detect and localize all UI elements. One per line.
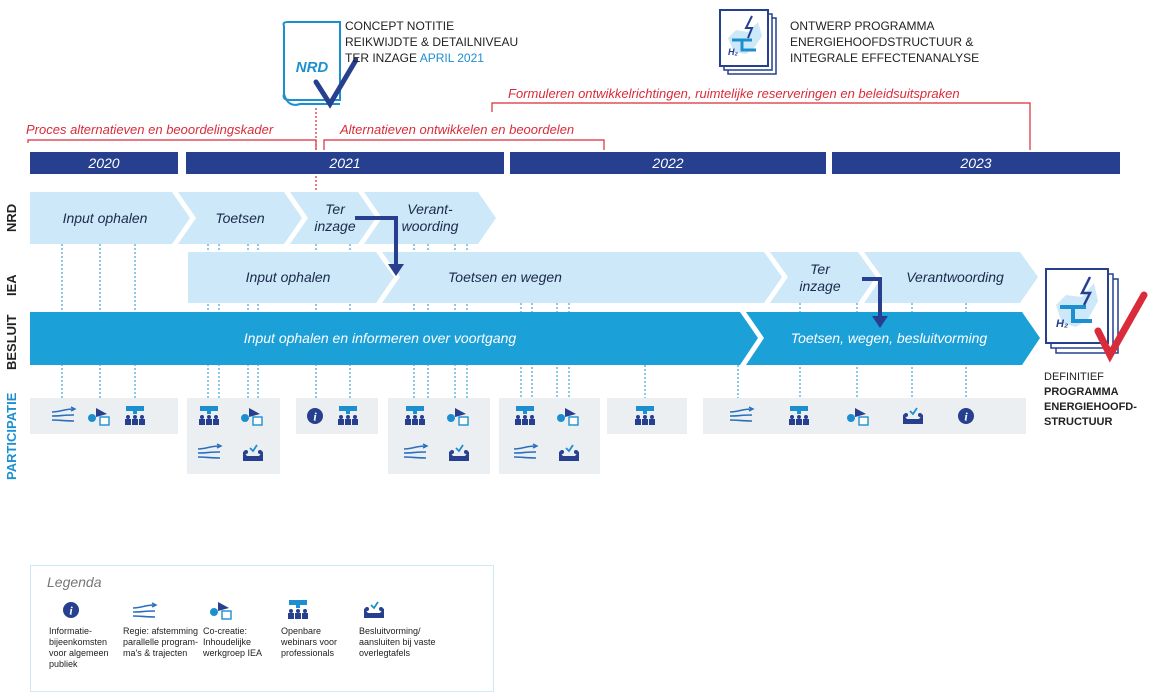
label-alternatieven: Alternatieven ontwikkelen en beoordelen [340,122,575,137]
cocreatie-icon [240,407,263,426]
cocreatie-icon [446,407,469,426]
info-icon [63,602,79,618]
regie-icon [513,443,538,459]
nrd-badge-text: NRD [296,59,329,76]
svg-text:H₂: H₂ [728,47,738,57]
webinar-icon [789,406,809,425]
cocreatie-icon [209,601,232,620]
webinar-icon [515,406,535,425]
webinar-icon [405,406,425,425]
legend-item-info: Informatie-bijeenkomsten voor algemeen p… [49,626,109,669]
iea-phase-ter-inzage: Ter inzage [799,261,841,294]
ontwerp-document-icon: H₂ [719,9,777,75]
final-document-icon: H₂ [1045,268,1148,363]
besluit-icon [363,601,385,619]
besluit-icon [448,444,470,462]
regie-icon [132,602,157,618]
svg-text:H₂: H₂ [1056,318,1068,330]
year-2021: 2021 [186,152,504,174]
participation-box-6 [607,398,687,434]
webinar-icon [199,406,219,425]
legend-item-besluit: Besluitvorming/ aansluiten bij vaste ove… [359,626,436,658]
nrd-phase-input: Input ophalen [62,209,148,226]
webinar-icon [288,600,308,619]
cocreatie-icon [87,407,110,426]
besluit-phase-input: Input ophalen en informeren over voortga… [243,330,517,346]
nrd-document-icon: NRD [282,21,358,109]
regie-icon [403,443,428,459]
participation-box-4 [388,398,490,474]
info-icon [958,408,974,424]
nrd-phase-verantwoording: Verant-woording [401,201,459,234]
final-text: DEFINITIEF PROGRAMMA ENERGIEHOOFD- STRUC… [1044,371,1137,428]
iea-phase-verantwoording: Verantwoording [906,269,1004,285]
regie-icon [729,406,754,422]
nrd-phase-toetsen: Toetsen [215,209,265,226]
besluit-icon [902,407,924,425]
year-2020: 2020 [30,152,178,174]
regie-icon [197,443,222,459]
besluit-icon [242,444,264,462]
year-2023: 2023 [832,152,1120,174]
ontwerp-text: ONTWERP PROGRAMMA ENERGIEHOOFDSTRUCTUUR … [790,19,980,65]
legend-item-regie: Regie: afstemming parallelle program-ma'… [123,626,199,658]
iea-phase-toetsen-wegen: Toetsen en wegen [448,269,562,285]
webinar-icon [635,406,655,425]
cocreatie-icon [556,407,579,426]
webinar-icon [338,406,358,425]
legend-title: Legenda [47,574,102,590]
info-icon [307,408,323,424]
legend: Legenda Informatie-bijeenkomsten voor al… [30,565,494,692]
label-formuleren: Formuleren ontwikkelrichtingen, ruimteli… [508,86,960,101]
legend-item-webinar: Openbare webinars voor professionals [281,626,338,658]
nrd-phase-ter-inzage: Ter inzage [314,201,356,234]
besluit-icon [558,444,580,462]
webinar-icon [125,406,145,425]
year-2022: 2022 [510,152,826,174]
regie-icon [51,406,76,422]
besluit-phase-toetsen: Toetsen, wegen, besluitvorming [790,330,988,346]
iea-phase-input: Input ophalen [245,269,331,285]
legend-item-cocreatie: Co-creatie: Inhoudelijke werkgroep IEA [203,626,263,658]
participation-box-5 [499,398,600,474]
concept-note-text: CONCEPT NOTITIE REIKWIJDTE & DETAILNIVEA… [345,19,519,65]
label-proces: Proces alternatieven en beoordelingskade… [26,122,274,137]
cocreatie-icon [846,407,869,426]
